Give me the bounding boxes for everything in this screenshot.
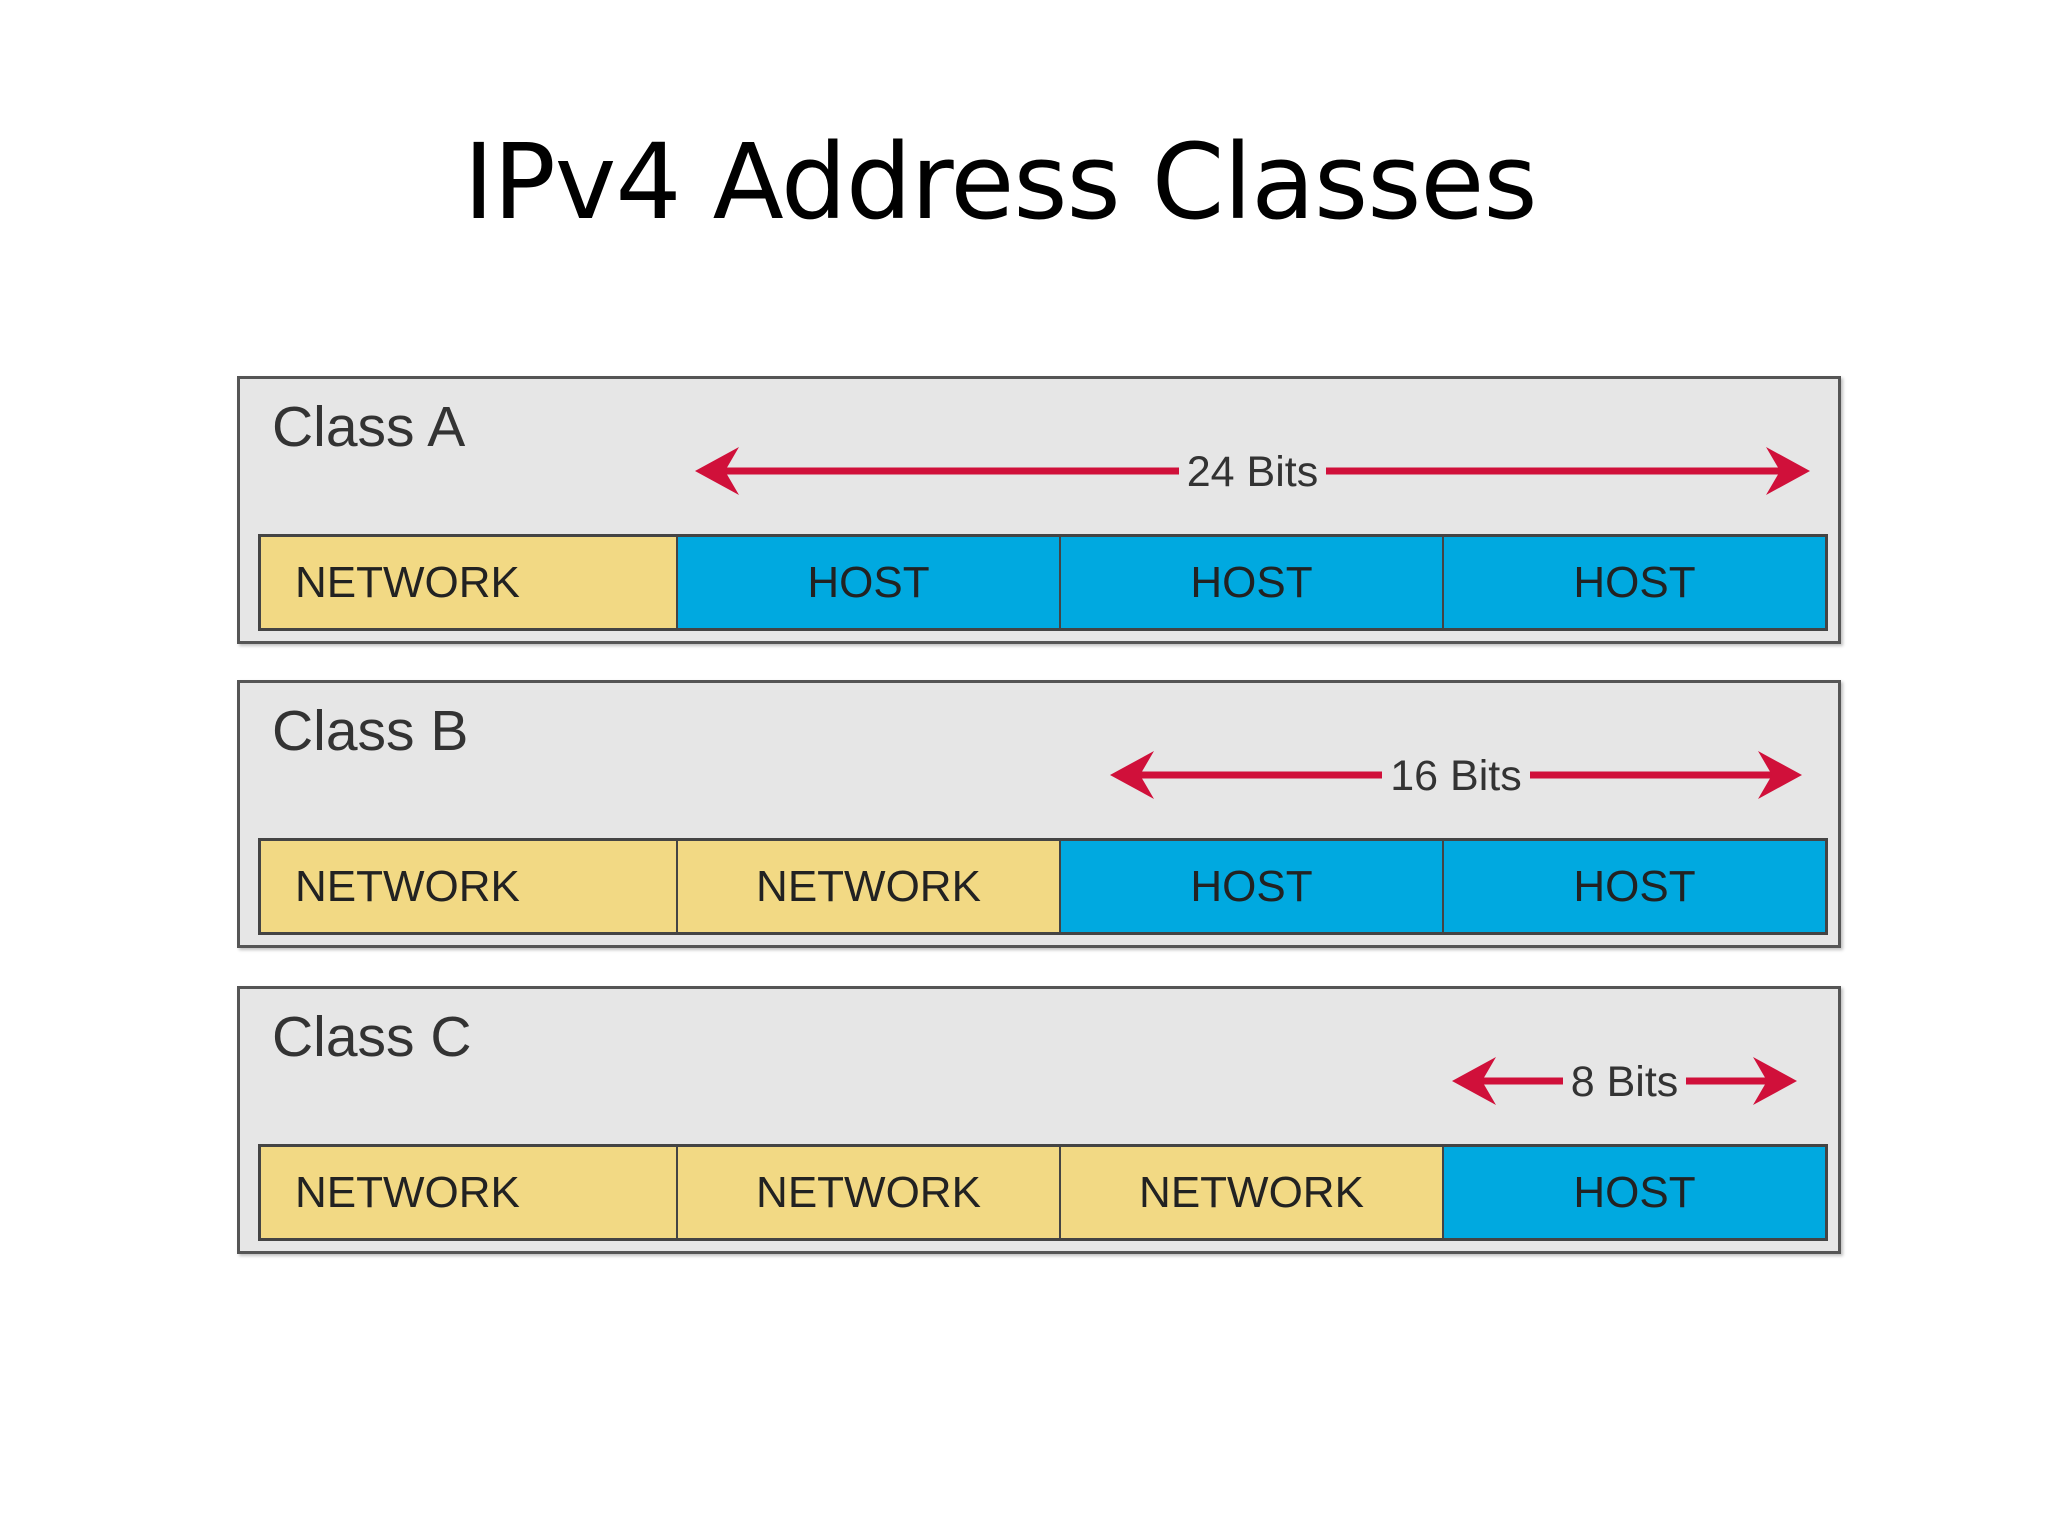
class-a-panel: Class A 24 Bits NETWORK HOST HOST HOST <box>237 376 1841 644</box>
class-b-label: Class B <box>272 699 469 763</box>
class-a-label: Class A <box>272 395 466 459</box>
octet-host: HOST <box>1444 537 1825 628</box>
class-b-bits-label: 16 Bits <box>1110 752 1802 800</box>
octet-network: NETWORK <box>678 841 1061 932</box>
class-c-label: Class C <box>272 1005 472 1069</box>
class-b-bits-arrow: 16 Bits <box>1110 745 1802 805</box>
class-c-bits-label: 8 Bits <box>1452 1058 1797 1106</box>
class-c-octets: NETWORK NETWORK NETWORK HOST <box>258 1144 1828 1241</box>
class-a-bits-arrow: 24 Bits <box>695 441 1810 501</box>
octet-network: NETWORK <box>261 1147 678 1238</box>
octet-network: NETWORK <box>261 537 678 628</box>
slide-title: IPv4 Address Classes <box>463 121 1537 243</box>
class-c-panel: Class C 8 Bits NETWORK NETWORK NETWORK H… <box>237 986 1841 1254</box>
octet-host: HOST <box>678 537 1061 628</box>
octet-host: HOST <box>1061 841 1444 932</box>
class-c-bits-arrow: 8 Bits <box>1452 1051 1797 1111</box>
class-b-panel: Class B 16 Bits NETWORK NETWORK HOST HOS… <box>237 680 1841 948</box>
octet-host: HOST <box>1061 537 1444 628</box>
octet-host: HOST <box>1444 841 1825 932</box>
octet-network: NETWORK <box>261 841 678 932</box>
octet-host: HOST <box>1444 1147 1825 1238</box>
class-a-bits-label: 24 Bits <box>695 448 1810 496</box>
class-b-octets: NETWORK NETWORK HOST HOST <box>258 838 1828 935</box>
octet-network: NETWORK <box>1061 1147 1444 1238</box>
class-a-octets: NETWORK HOST HOST HOST <box>258 534 1828 631</box>
octet-network: NETWORK <box>678 1147 1061 1238</box>
